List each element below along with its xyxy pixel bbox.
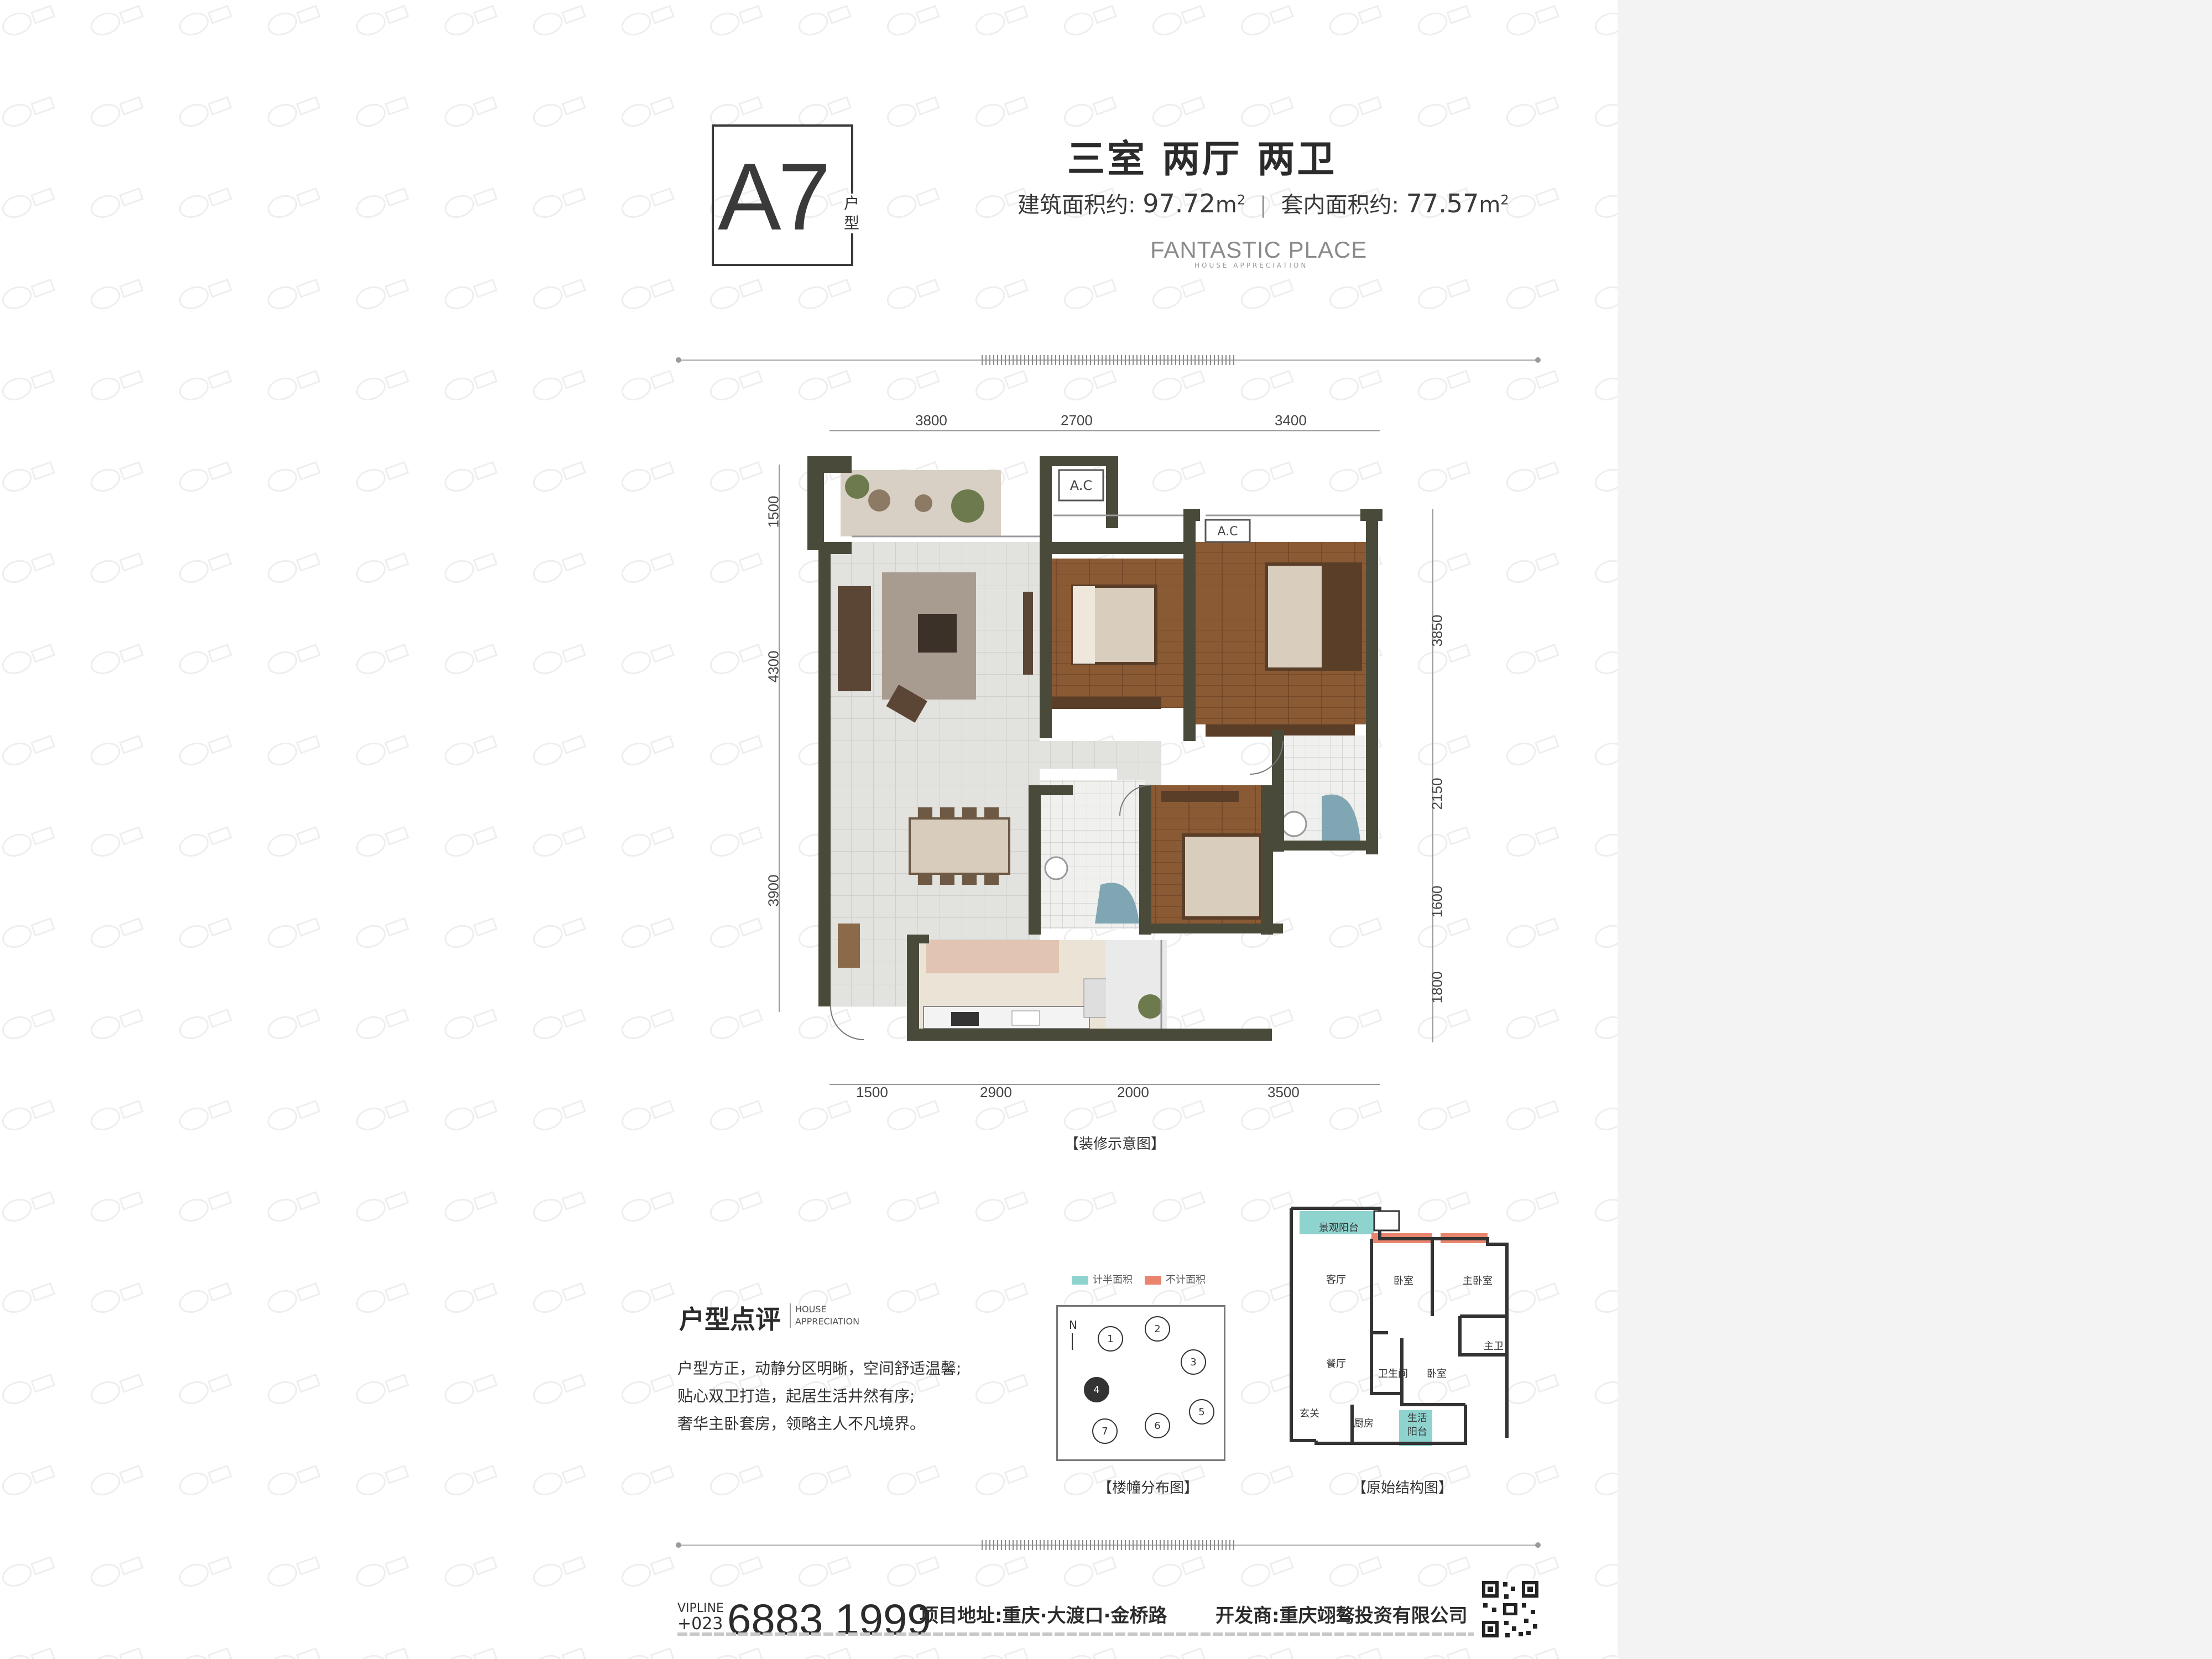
appreciation-line-2: 贴心双卫打造，起居生活井然有序; (677, 1387, 915, 1405)
dim-right-4: 1800 (1428, 971, 1446, 1004)
bottom-rule-hatch (982, 1540, 1236, 1550)
ac-label-2: A.C (1217, 525, 1238, 539)
dim-line-left (779, 465, 780, 1012)
qr-code-icon[interactable] (1480, 1579, 1541, 1640)
ac-label-1: A.C (1070, 478, 1092, 493)
building-1: 1 (1107, 1333, 1113, 1345)
dim-line-right (1432, 509, 1433, 1042)
floor-plan: A.C A.C (807, 456, 1383, 1041)
inner-area-value: 77.57 (1406, 189, 1479, 218)
top-rule-dot-left (676, 357, 681, 363)
building-7: 7 (1102, 1426, 1108, 1437)
fine-print (677, 1632, 1474, 1636)
area-separator: | (1259, 192, 1267, 218)
brand-subtitle: HOUSE APPRECIATION (1194, 262, 1308, 269)
legend-no-swatch (1145, 1276, 1161, 1285)
north-label: N (1069, 1318, 1077, 1332)
top-rule-hatch (982, 355, 1236, 365)
mini-entrance: 玄关 (1300, 1408, 1319, 1420)
site-map: N 1 2 3 4 5 6 7 (1056, 1305, 1225, 1461)
dim-left-3: 3900 (765, 874, 782, 907)
unit-suffix: 户型 (842, 194, 861, 233)
dim-bottom-4: 3500 (1267, 1084, 1300, 1100)
mini-master: 主卧室 (1463, 1275, 1493, 1287)
appreciation-text: 户型方正，动静分区明晰，空间舒适温馨; 贴心双卫打造，起居生活井然有序; 奢华主… (677, 1355, 961, 1438)
dim-right-2: 2150 (1428, 778, 1446, 810)
building-6: 6 (1154, 1420, 1160, 1432)
legend-half-swatch (1072, 1276, 1088, 1285)
mini-bedroom1: 卧室 (1394, 1275, 1413, 1287)
mini-living: 客厅 (1326, 1274, 1346, 1286)
bottom-rule-dot-left (676, 1542, 681, 1548)
brand-name: FANTASTIC PLACE (1150, 237, 1368, 263)
building-5: 5 (1198, 1406, 1204, 1418)
mini-utility-1: 生活 (1407, 1412, 1427, 1424)
legend-no-area: 不计面积 (1145, 1272, 1206, 1286)
site-map-graphic: N 1 2 3 4 5 6 7 (1069, 1316, 1214, 1444)
dim-bottom-1: 1500 (856, 1084, 888, 1100)
mini-dining: 餐厅 (1326, 1358, 1346, 1370)
appreciation-line-1: 户型方正，动静分区明晰，空间舒适温馨; (677, 1359, 962, 1378)
dim-right-3: 1600 (1428, 885, 1446, 918)
mini-bedroom2: 卧室 (1427, 1368, 1447, 1380)
building-4: 4 (1093, 1384, 1099, 1396)
developer: 开发商:重庆翊骜投资有限公司 (1215, 1605, 1468, 1627)
appreciation-title-en: HOUSE APPRECIATION (790, 1303, 859, 1328)
bottom-rule-dot-right (1535, 1542, 1541, 1548)
phone-number[interactable]: 6883 1999 (727, 1595, 931, 1644)
building-3: 3 (1190, 1357, 1196, 1368)
dim-top-3: 3400 (1275, 412, 1307, 429)
mini-master-bath: 主卫 (1484, 1340, 1504, 1352)
dim-left-1: 1500 (765, 495, 782, 528)
inner-area-label: 套内面积约: (1281, 192, 1399, 218)
gross-area-label: 建筑面积约: (1018, 192, 1136, 218)
top-rule-dot-right (1535, 357, 1541, 363)
project-address: 项目地址:重庆·大渡口·金桥路 (920, 1605, 1167, 1627)
plan-caption: 【装修示意图】 (1065, 1136, 1166, 1152)
dim-bottom-3: 2000 (1117, 1084, 1149, 1100)
dim-top-1: 3800 (915, 412, 947, 429)
unit-code: A7 (718, 144, 831, 250)
appreciation-title: 户型点评 (679, 1305, 781, 1334)
dim-line-top (830, 430, 1380, 431)
structure-plan (1290, 1207, 1509, 1446)
vip-label: VIPLINE +023 (677, 1601, 724, 1634)
dim-bottom-2: 2900 (980, 1084, 1012, 1100)
appreciation-line-3: 奢华主卧套房，领略主人不凡境界。 (677, 1415, 926, 1433)
layout-title: 三室 两厅 两卫 (1067, 138, 1337, 181)
structure-caption: 【原始结构图】 (1352, 1480, 1453, 1496)
dim-right-1: 3850 (1428, 614, 1446, 647)
legend-half-area: 计半面积 (1072, 1272, 1133, 1286)
area-line: 建筑面积约: 97.72m2 | 套内面积约: 77.57m2 (1018, 189, 1509, 218)
dim-line-bottom (830, 1084, 1380, 1085)
mini-kitchen: 厨房 (1354, 1418, 1374, 1430)
mini-bathroom: 卫生间 (1378, 1368, 1408, 1380)
gross-area-value: 97.72 (1142, 189, 1215, 218)
mini-balcony: 景观阳台 (1319, 1222, 1359, 1234)
building-2: 2 (1154, 1323, 1160, 1335)
dim-left-2: 4300 (765, 650, 782, 683)
dim-top-2: 2700 (1061, 412, 1093, 429)
site-map-caption: 【楼幢分布图】 (1098, 1480, 1199, 1496)
right-side-panel (1618, 0, 2212, 1659)
mini-utility-2: 阳台 (1407, 1426, 1427, 1438)
